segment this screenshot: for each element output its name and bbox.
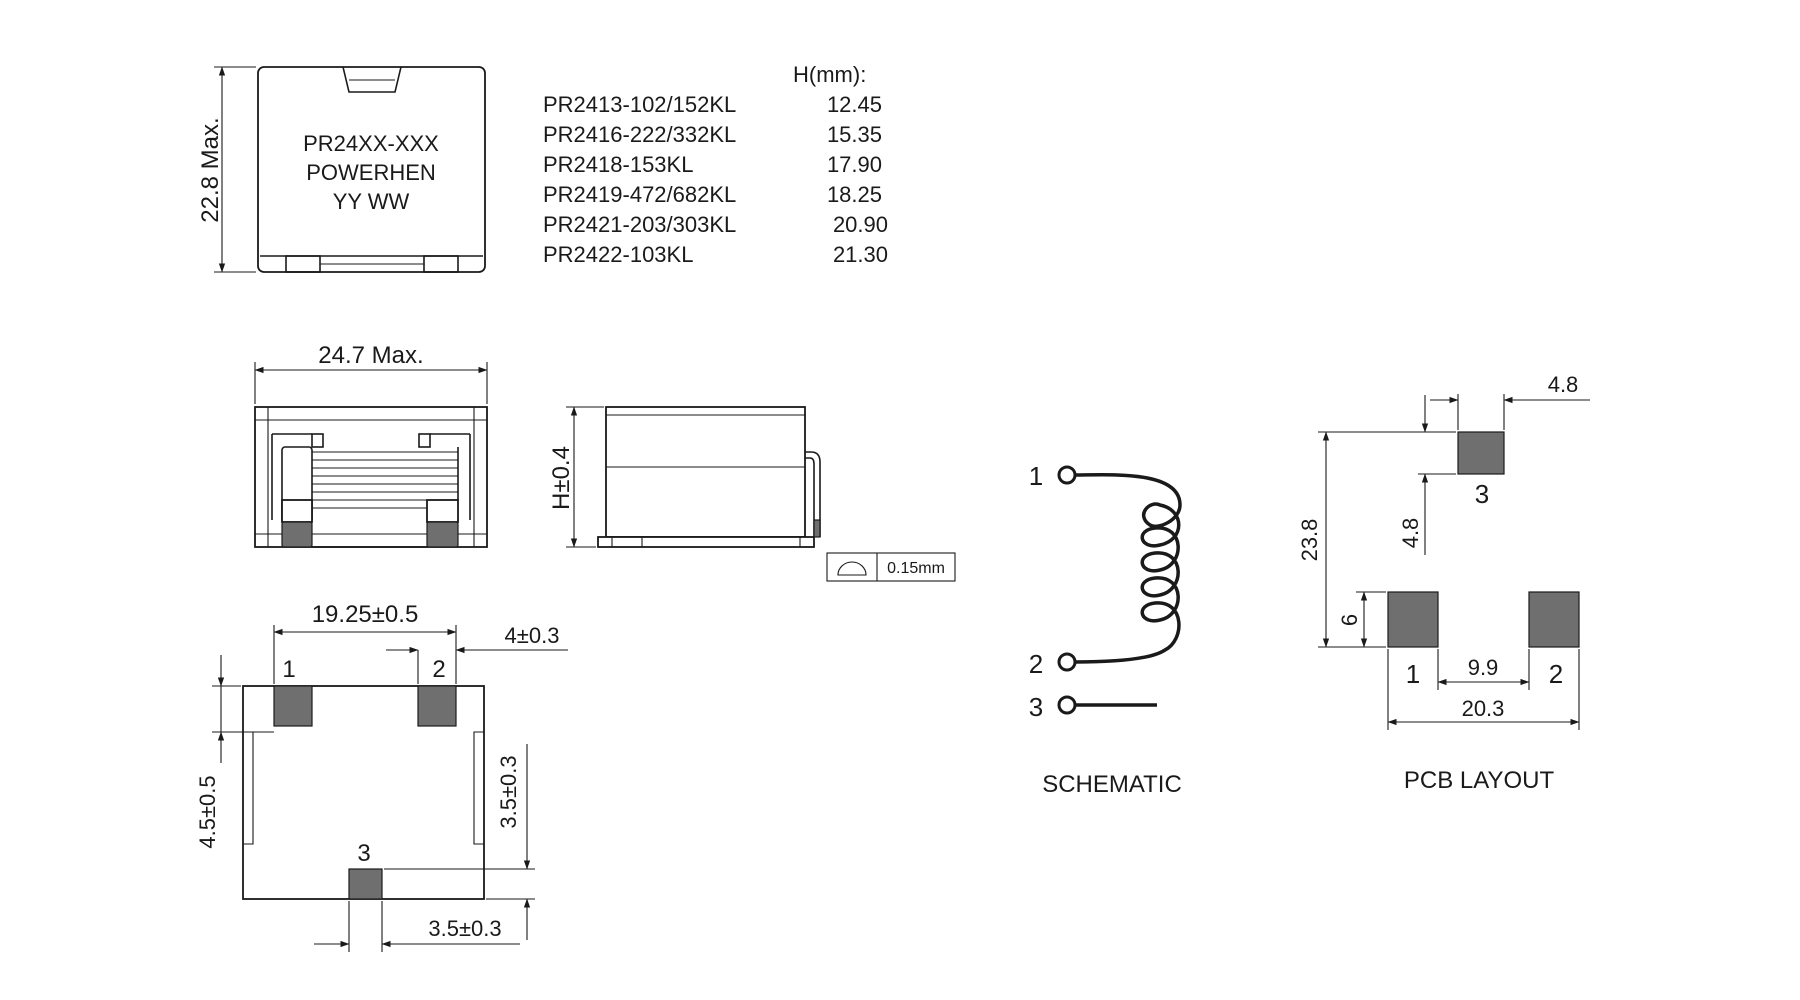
height-table: H(mm): PR2413-102/152KL 12.45 PR2416-222… xyxy=(543,62,888,267)
table-header: H(mm): xyxy=(793,62,866,87)
bottom-pad-1 xyxy=(273,685,313,727)
marking-line-2: POWERHEN xyxy=(306,160,436,185)
marking-line-1: PR24XX-XXX xyxy=(303,131,439,156)
top-view: PR24XX-XXX POWERHEN YY WW 22.8 Max. xyxy=(197,66,486,273)
side-height-dim: H±0.4 xyxy=(548,446,575,510)
pcb-pin-3: 3 xyxy=(1475,479,1489,509)
pcb-gap: 9.9 xyxy=(1468,655,1499,680)
pcb-pad-top-width: 4.8 xyxy=(1548,372,1579,397)
table-h-2: 15.35 xyxy=(827,122,882,147)
pad-offset-dim: 4.5±0.5 xyxy=(195,775,220,848)
marking-line-3: YY WW xyxy=(333,189,410,214)
pcb-pad-2 xyxy=(1528,591,1580,648)
table-h-4: 18.25 xyxy=(827,182,882,207)
schematic-pin-1: 1 xyxy=(1029,461,1043,491)
table-part-6: PR2422-103KL xyxy=(543,242,693,267)
bottom-pin-2: 2 xyxy=(432,656,445,683)
inductor-coil xyxy=(1074,473,1182,664)
pcb-pad-1 xyxy=(1387,591,1439,648)
schematic: 1 2 3 SCHEMATIC xyxy=(1029,461,1182,798)
table-part-4: PR2419-472/682KL xyxy=(543,182,736,207)
top-height-dim: 22.8 Max. xyxy=(197,117,224,222)
table-h-6: 21.30 xyxy=(833,242,888,267)
bottom-pin-1: 1 xyxy=(282,656,295,683)
table-part-2: PR2416-222/332KL xyxy=(543,122,736,147)
pcb-overall-height: 23.8 xyxy=(1297,519,1322,562)
pin3-width-dim: 3.5±0.3 xyxy=(428,916,501,941)
pcb-pad-height: 6 xyxy=(1337,614,1362,626)
front-view: 24.7 Max. xyxy=(254,342,488,548)
coil-windings xyxy=(312,451,458,509)
bottom-pad-3 xyxy=(348,868,383,900)
pcb-pad-3 xyxy=(1457,431,1505,475)
schematic-pin-2: 2 xyxy=(1029,649,1043,679)
side-view: H±0.4 0.15mm xyxy=(548,406,956,582)
coplanarity-label: 0.15mm xyxy=(887,560,945,577)
pcb-overall-width: 20.3 xyxy=(1462,696,1505,721)
pcb-pin-2: 2 xyxy=(1549,659,1563,689)
pcb-layout: 3 1 2 4.8 4.8 23.8 6 9.9 20.3 PCB LAYOU xyxy=(1297,372,1590,794)
bottom-pad-2 xyxy=(417,685,457,727)
pcb-layout-label: PCB LAYOUT xyxy=(1404,767,1555,794)
table-part-5: PR2421-203/303KL xyxy=(543,212,736,237)
pitch-dim: 19.25±0.5 xyxy=(312,601,419,628)
table-h-5: 20.90 xyxy=(833,212,888,237)
bottom-pin-3: 3 xyxy=(357,840,370,867)
front-width-dim: 24.7 Max. xyxy=(318,342,423,369)
pad-width-dim: 4±0.3 xyxy=(505,623,560,648)
pcb-pin-1: 1 xyxy=(1406,659,1420,689)
schematic-pin-3: 3 xyxy=(1029,692,1043,722)
table-h-1: 12.45 xyxy=(827,92,882,117)
table-part-1: PR2413-102/152KL xyxy=(543,92,736,117)
table-part-3: PR2418-153KL xyxy=(543,152,693,177)
schematic-label: SCHEMATIC xyxy=(1042,771,1182,798)
pcb-pad-top-height: 4.8 xyxy=(1398,518,1423,549)
bottom-view: 1 2 3 19.25±0.5 4±0.3 4.5±0.5 3.5±0.3 3.… xyxy=(195,601,568,952)
pin3-offset-dim: 3.5±0.3 xyxy=(496,755,521,828)
table-h-3: 17.90 xyxy=(827,152,882,177)
